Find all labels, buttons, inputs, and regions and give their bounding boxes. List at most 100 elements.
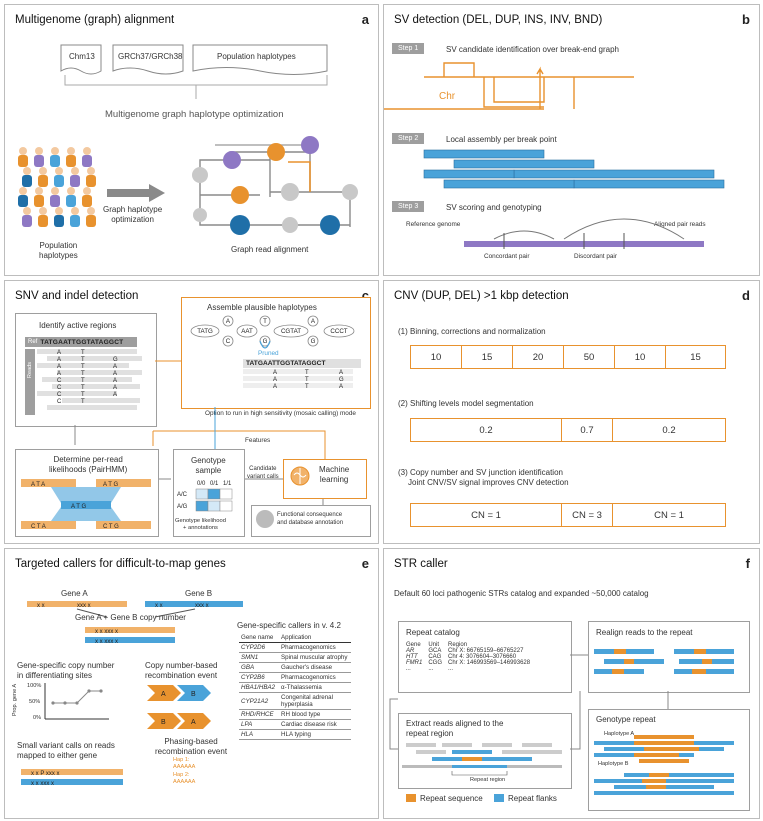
panel-d-letter: d xyxy=(742,288,750,303)
gene-name-cell: CYP2D6 xyxy=(239,642,280,653)
svg-text:G: G xyxy=(263,338,268,345)
svg-text:A: A xyxy=(311,318,316,325)
level-1: 0.2 xyxy=(411,419,562,441)
svg-text:A: A xyxy=(161,691,166,698)
gt-caption: Genotype likelihood+ annotations xyxy=(175,518,226,531)
application-cell: α-Thalassemia xyxy=(279,682,352,693)
legend-flank-swatch xyxy=(494,794,504,802)
optimization-arrow xyxy=(107,184,165,202)
cn-2: CN = 3 xyxy=(562,504,613,526)
svg-text:T: T xyxy=(81,357,85,363)
svg-text:T: T xyxy=(81,385,85,391)
svg-text:T: T xyxy=(81,392,85,398)
ref-sequence-bar: Ref TATGAATTGGTATAGGCT xyxy=(25,337,137,347)
catalog-region-cell: Chr X: 146993569–146993628 xyxy=(448,660,531,666)
d-step1: (1) Binning, corrections and normalizati… xyxy=(398,327,546,336)
panel-f: STR caller f Default 60 loci pathogenic … xyxy=(383,548,760,819)
svg-text:T: T xyxy=(305,377,309,383)
hap-b-label: Haplotype B xyxy=(598,761,629,767)
svg-text:AAT: AAT xyxy=(241,328,253,335)
svg-text:T: T xyxy=(263,318,267,325)
panel-a-letter: a xyxy=(361,12,369,27)
catalog-row: ......... xyxy=(404,666,534,672)
d-step3: (3) Copy number and SV junction identifi… xyxy=(398,468,563,477)
step3-tag: Step 3 xyxy=(392,201,425,212)
catalog-region-cell: Chr 4: 3076604–3076660 xyxy=(448,654,517,660)
svg-text:C: C xyxy=(57,392,62,398)
population-people-icon xyxy=(18,147,96,227)
svg-text:A: A xyxy=(57,371,61,377)
panel-e-title: Targeted callers for difficult-to-map ge… xyxy=(15,558,226,570)
svg-text:T: T xyxy=(81,371,85,377)
ytick-100: 100% xyxy=(27,683,42,689)
svg-text:A: A xyxy=(113,378,117,384)
bin-3: 20 xyxy=(513,346,564,368)
f-subtitle: Default 60 loci pathogenic STRs catalog … xyxy=(394,589,649,598)
svg-text:A: A xyxy=(113,385,117,391)
prop-gene-a-plot xyxy=(44,683,109,720)
reference-documents xyxy=(60,44,328,99)
gene-a-label: Gene A xyxy=(61,589,88,598)
hap-a-label: Haplotype A xyxy=(604,731,635,737)
application-cell: Pharmacogenomics xyxy=(279,672,352,683)
callers-title: Gene-specific callers in v. 4.2 xyxy=(237,621,341,630)
svg-text:C T A: C T A xyxy=(31,524,46,530)
small-variant-reads: x x P xxx xx x xxx x xyxy=(21,769,123,787)
discordant-pair-label: Discordant pair xyxy=(574,253,617,260)
hap1-label: Hap 1:AAAAAA xyxy=(173,757,196,770)
gene-name-cell: SMN1 xyxy=(239,652,280,663)
catalog-region-cell: ... xyxy=(448,666,454,672)
step1-tag: Step 1 xyxy=(392,43,425,54)
reads-bar xyxy=(25,349,35,415)
svg-text:A: A xyxy=(57,350,61,356)
ytick-50: 50% xyxy=(29,699,41,705)
multigenome-graph xyxy=(192,136,358,235)
realign-box xyxy=(588,621,750,693)
svg-text:B: B xyxy=(161,719,166,726)
ytick-0: 0% xyxy=(33,715,42,721)
panel-d-title: CNV (DUP, DEL) >1 kbp detection xyxy=(394,290,569,302)
brain-icon xyxy=(290,466,310,486)
cn-1: CN = 1 xyxy=(411,504,562,526)
svg-text:T: T xyxy=(305,370,309,376)
cn-row: CN = 1 CN = 3 CN = 1 xyxy=(410,503,726,527)
svg-text:x x xxx x: x x xxx x xyxy=(95,639,118,645)
realign-reads xyxy=(594,649,734,674)
svg-text:A: A xyxy=(113,392,117,398)
svg-text:x x xxx x: x x xxx x xyxy=(95,629,118,635)
panel-f-letter: f xyxy=(745,556,750,571)
cat-col-unit: Unit xyxy=(428,642,440,648)
svg-text:C T G: C T G xyxy=(103,524,119,530)
col-gene: Gene name xyxy=(239,633,280,643)
step3-text: SV scoring and genotyping xyxy=(446,203,542,212)
step2-tag: Step 2 xyxy=(392,133,425,144)
panel-b: SV detection (DEL, DUP, INS, INV, BND) b… xyxy=(383,4,760,276)
svg-text:T: T xyxy=(81,364,85,370)
application-cell: Cardiac disease risk xyxy=(279,719,352,730)
svg-text:TATG: TATG xyxy=(197,328,213,335)
svg-text:x x: x x xyxy=(37,603,45,609)
catalog-unit-cell: CGG xyxy=(428,660,443,666)
gene-name-cell: CYP2B6 xyxy=(239,672,280,683)
realign-label: Realign reads to the repeat xyxy=(596,628,693,637)
concordant-pair-label: Concordant pair xyxy=(484,253,530,260)
svg-text:G: G xyxy=(339,377,344,383)
catalog-gene-cell: HTT xyxy=(406,654,418,660)
svg-text:A: A xyxy=(339,384,343,390)
step2-text: Local assembly per break point xyxy=(446,135,557,144)
svg-text:G: G xyxy=(113,357,118,363)
